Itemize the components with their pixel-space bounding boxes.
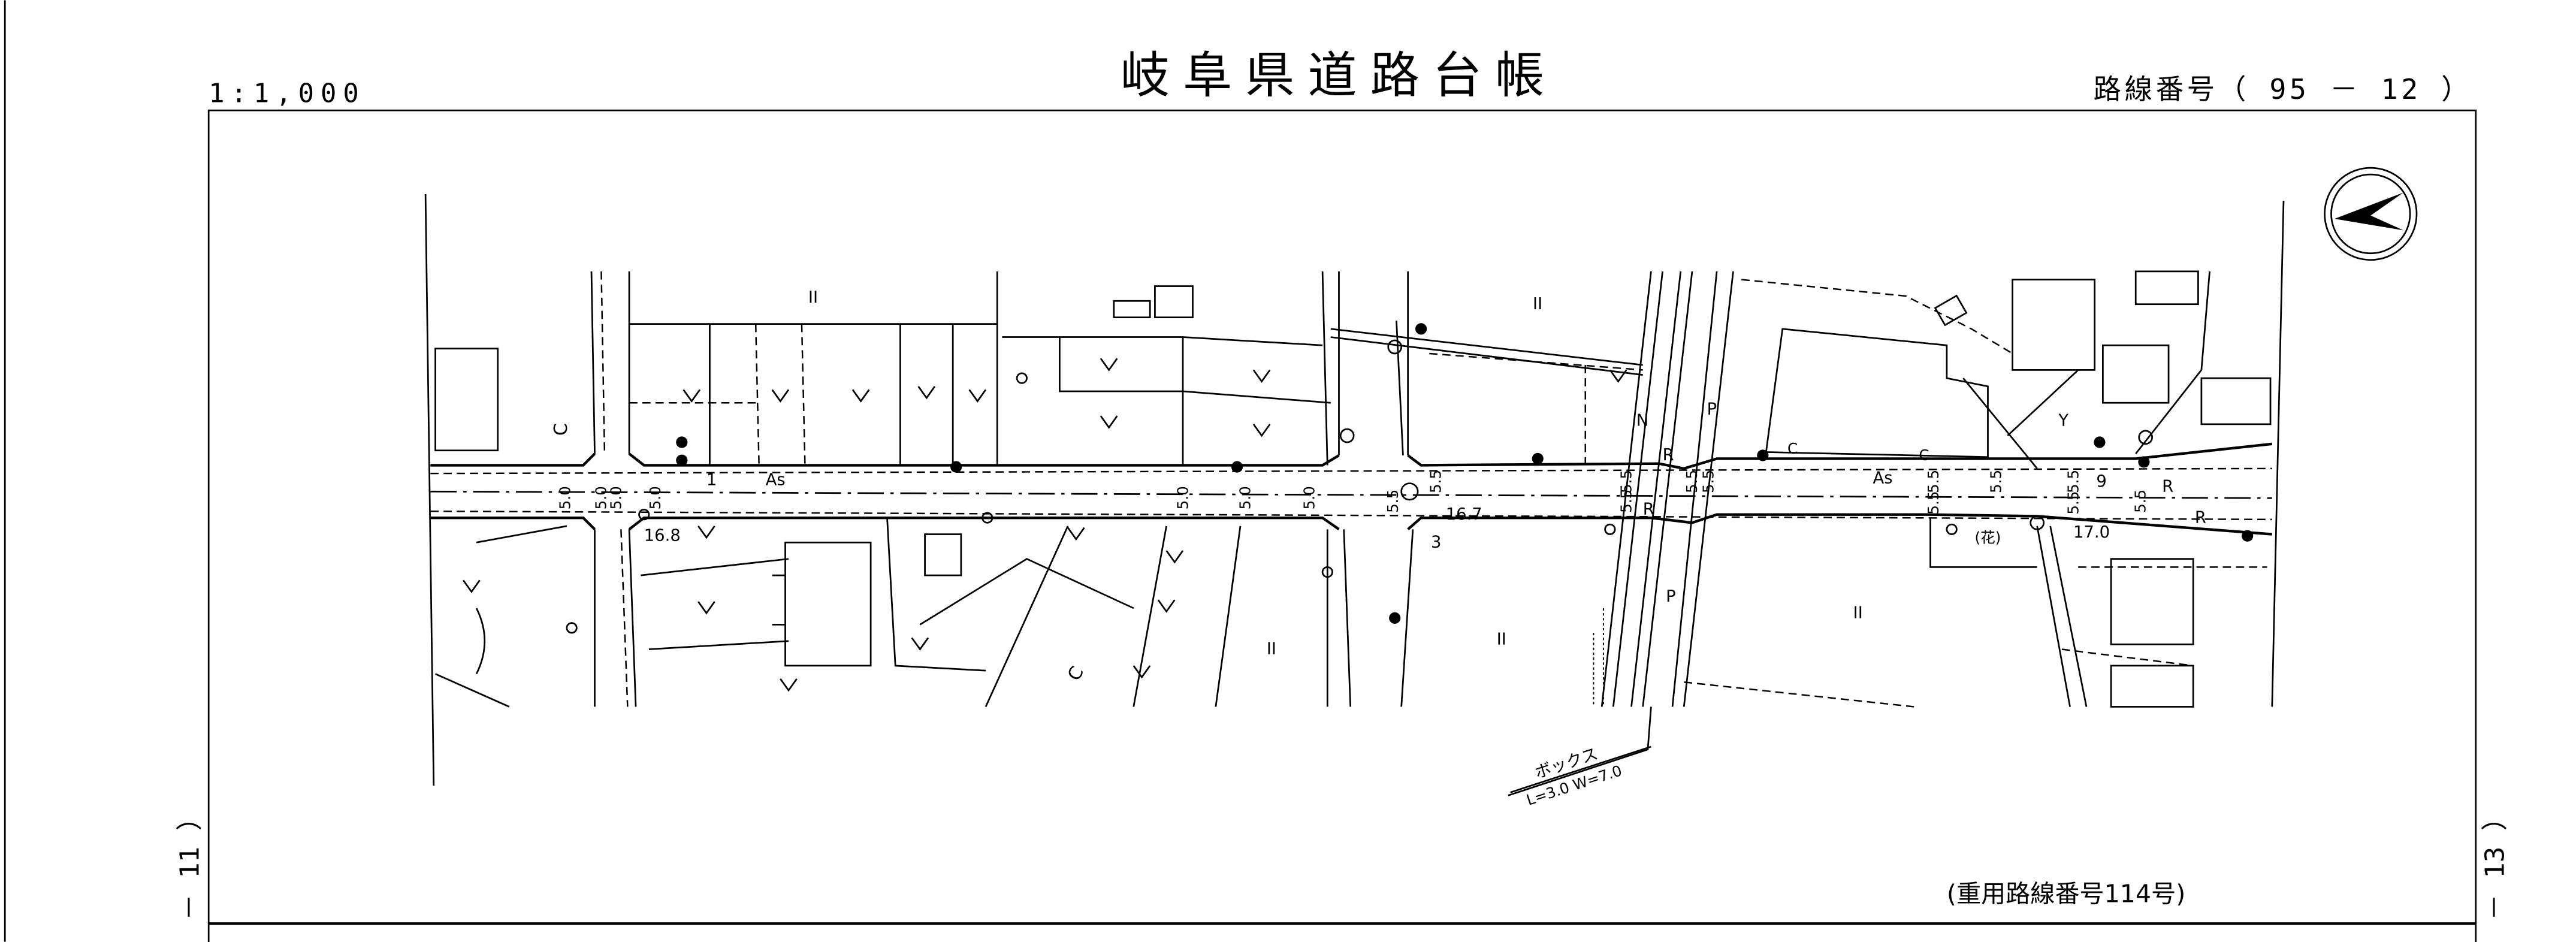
svg-text:5.0: 5.0	[593, 486, 610, 509]
svg-text:II: II	[1533, 295, 1542, 313]
svg-text:P: P	[1666, 587, 1676, 606]
overlap-route-note: (重用路線番号114号)	[1947, 880, 2185, 908]
svg-text:II: II	[1853, 603, 1863, 622]
svg-text:5.0: 5.0	[1236, 486, 1254, 509]
svg-text:N: N	[1636, 412, 1649, 430]
svg-text:C: C	[551, 423, 572, 436]
field-symbols	[463, 358, 1627, 692]
svg-text:5.5: 5.5	[2132, 490, 2149, 513]
svg-text:II: II	[808, 288, 818, 307]
svg-text:17.0: 17.0	[2073, 523, 2110, 542]
svg-text:16.7: 16.7	[1446, 505, 1482, 524]
svg-text:5.0: 5.0	[1300, 486, 1318, 509]
svg-text:Y: Y	[2058, 412, 2068, 430]
svg-text:5.5: 5.5	[1427, 470, 1444, 493]
manholes	[566, 339, 2154, 634]
right-sheet-ref: － 13 ）	[2480, 805, 2510, 920]
map-labels: 1 As As 3 9 16.8 16.7 17.0 C C R R R R N…	[551, 288, 2206, 684]
svg-text:9: 9	[2096, 472, 2106, 491]
svg-text:5.5: 5.5	[1618, 470, 1635, 493]
svg-text:3: 3	[1431, 533, 1441, 551]
svg-text:C: C	[1064, 663, 1088, 685]
svg-text:As: As	[766, 470, 786, 489]
svg-text:5.5: 5.5	[1925, 491, 1942, 514]
svg-text:5.0: 5.0	[607, 486, 624, 509]
side-streets	[590, 271, 2210, 796]
svg-text:5.0: 5.0	[1174, 486, 1191, 509]
svg-text:16.8: 16.8	[644, 527, 681, 545]
svg-text:5.5: 5.5	[2064, 491, 2082, 514]
svg-text:5.0: 5.0	[556, 486, 573, 509]
svg-text:5.5: 5.5	[2064, 470, 2082, 493]
utility-poles	[676, 323, 2254, 624]
sheet-title: 岐阜県道路台帳	[1121, 47, 1557, 104]
svg-text:II: II	[1267, 640, 1276, 659]
route-number: 路線番号（ 95 － 12 ）	[2093, 73, 2472, 105]
width-dimensions: 5.0 5.0 5.0 5.0 5.0 5.0 5.0 5.5 5.5 5.5 …	[556, 470, 2149, 515]
svg-text:5.5: 5.5	[1683, 470, 1701, 493]
svg-text:R: R	[2162, 477, 2173, 496]
svg-text:5.5: 5.5	[1618, 490, 1635, 513]
svg-text:5.5: 5.5	[1700, 470, 1717, 493]
svg-text:5.5: 5.5	[1987, 470, 2004, 493]
svg-text:II: II	[1497, 630, 1506, 648]
svg-text:5.5: 5.5	[1925, 470, 1942, 493]
svg-text:(花): (花)	[1975, 529, 2001, 546]
svg-text:R: R	[1663, 446, 1674, 464]
svg-text:5.0: 5.0	[647, 486, 664, 509]
scale-label: 1:1,000	[209, 78, 366, 108]
svg-text:As: As	[1873, 469, 1893, 488]
svg-text:5.5: 5.5	[1384, 490, 1402, 513]
left-sheet-ref: － 11 ）	[175, 805, 206, 920]
svg-text:C: C	[1787, 440, 1798, 457]
svg-text:C: C	[1919, 446, 1929, 464]
svg-text:R: R	[1643, 500, 1654, 519]
svg-text:1: 1	[706, 470, 717, 489]
svg-text:P: P	[1707, 400, 1717, 418]
svg-text:R: R	[2195, 508, 2206, 527]
map-frame	[207, 109, 2477, 942]
north-arrow-icon	[2324, 167, 2418, 261]
